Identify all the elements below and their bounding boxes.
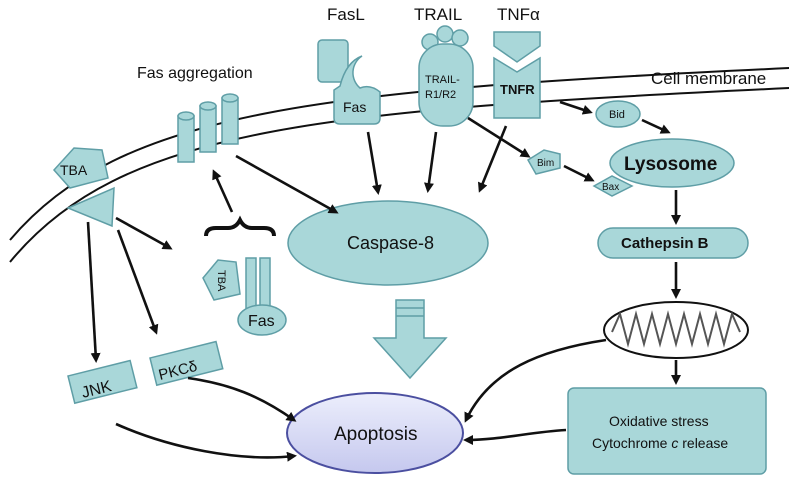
fas-complex-label: Fas	[248, 313, 275, 330]
caspase8-label: Caspase-8	[347, 233, 434, 253]
jnk-node	[67, 359, 138, 405]
oxidative-stress-line2: Cytochrome c release	[592, 435, 728, 451]
tba-membrane-pentagon	[52, 147, 109, 189]
bid-node	[595, 100, 641, 128]
lysosome-node	[609, 138, 735, 188]
cathepsin-b-label: Cathepsin B	[621, 235, 709, 252]
tnfr-label: TNFR	[500, 82, 535, 97]
pathway-arrows	[86, 100, 681, 462]
jnk-label: JNK	[80, 378, 114, 402]
oxidative-stress-node	[567, 387, 767, 475]
lysosome-label: Lysosome	[624, 154, 717, 175]
tba-complex-pentagon	[202, 259, 241, 301]
tba-membrane-label: TBA	[60, 162, 88, 178]
cell-membrane-inner	[9, 87, 789, 263]
fas-receptor	[333, 55, 381, 125]
bax-node	[592, 175, 634, 197]
cell-membrane-outer	[9, 67, 789, 241]
tnfr-receptor	[493, 56, 541, 119]
caspase8-to-apoptosis-arrow	[372, 299, 448, 380]
bax-label: Bax	[602, 182, 619, 193]
caspase8-node	[287, 200, 489, 286]
mitochondrion	[603, 301, 749, 359]
tnfa-label: TNFα	[497, 5, 540, 24]
complex-bracket	[204, 215, 276, 237]
cathepsin-b-node	[597, 227, 749, 259]
fasl-label: FasL	[327, 5, 365, 24]
fasl-ligand	[317, 39, 349, 83]
apoptosis-label: Apoptosis	[334, 424, 417, 445]
fas-aggregation-cylinders	[177, 93, 239, 163]
oxidative-stress-line1: Oxidative stress	[609, 413, 709, 429]
fas-aggregation-label: Fas aggregation	[137, 65, 253, 82]
bim-node	[526, 149, 561, 175]
trail-receptor-label-line2: R1/R2	[425, 89, 456, 101]
trail-ligand-bump-2	[436, 25, 454, 43]
cell-membrane-label: Cell membrane	[651, 69, 766, 88]
tnfa-ligand	[493, 31, 541, 63]
fas-complex-base	[237, 304, 287, 336]
trail-label: TRAIL	[414, 5, 462, 24]
tba-complex-label: TBA	[215, 270, 227, 292]
bid-label: Bid	[609, 109, 625, 121]
trail-receptor	[418, 43, 474, 127]
trail-receptor-label-line1: TRAIL-	[425, 74, 460, 86]
bim-label: Bim	[537, 158, 554, 169]
fas-receptor-label: Fas	[343, 99, 366, 115]
tba-membrane-triangle	[66, 186, 115, 228]
apoptosis-node	[286, 392, 464, 474]
trail-ligand-bump-3	[451, 29, 469, 47]
